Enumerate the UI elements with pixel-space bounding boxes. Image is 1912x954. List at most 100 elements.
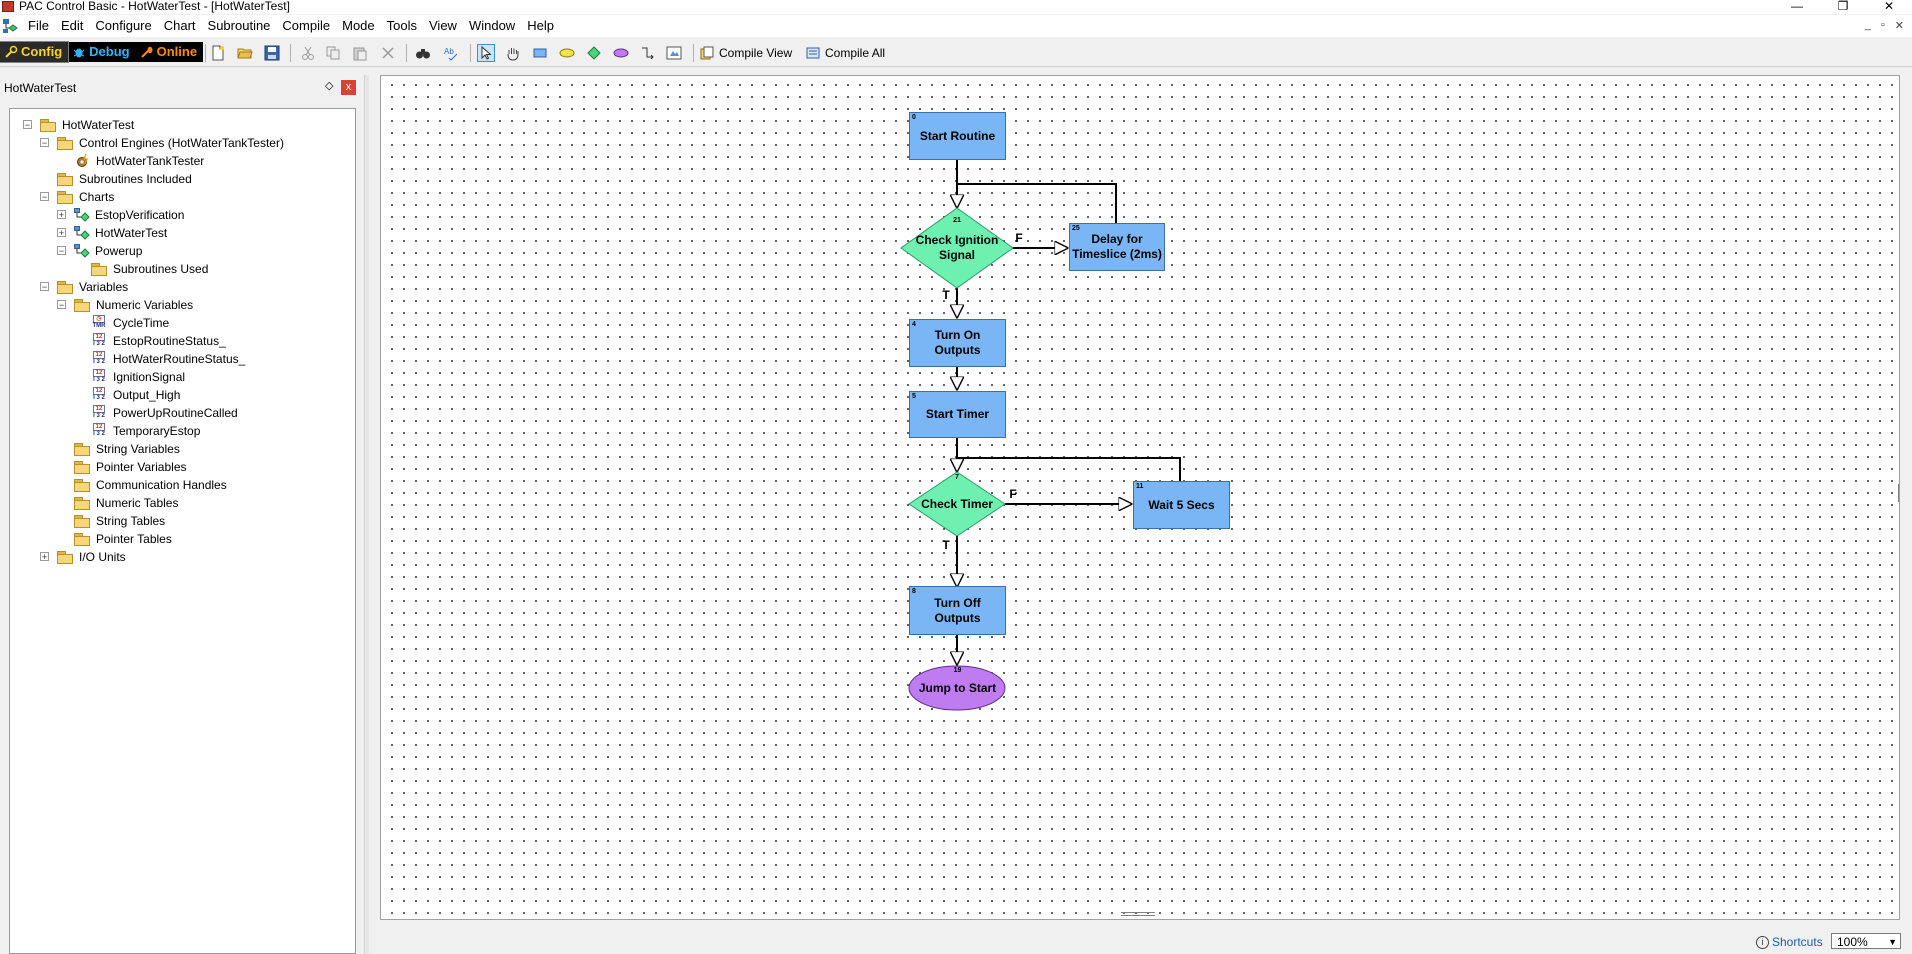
- menu-edit[interactable]: Edit: [60, 18, 84, 33]
- find-icon[interactable]: [415, 45, 431, 61]
- block-start-routine[interactable]: 0 Start Routine: [909, 112, 1006, 160]
- flowchart-canvas[interactable]: 0 Start Routine 21 Check Ignition Signal…: [380, 75, 1900, 920]
- tree-item-numeric-variables[interactable]: −Numeric Variables: [57, 296, 193, 314]
- spell-check-icon[interactable]: Ab: [443, 45, 459, 61]
- compile-view-button[interactable]: Compile View: [700, 46, 792, 60]
- tree-item-variables[interactable]: −Variables: [40, 278, 128, 296]
- zoom-select[interactable]: 100% ▼: [1831, 933, 1901, 949]
- vertical-scroll-grip[interactable]: [1898, 484, 1901, 502]
- collapse-icon[interactable]: −: [40, 282, 49, 292]
- menu-mode[interactable]: Mode: [342, 18, 375, 33]
- tree-item-communication-handles[interactable]: Communication Handles: [74, 476, 227, 494]
- tree-item-hotwatertest[interactable]: +HotWaterTest: [57, 224, 167, 242]
- online-mode-button[interactable]: Online: [136, 42, 203, 62]
- tree-item-subroutines-included[interactable]: Subroutines Included: [57, 170, 192, 188]
- chart-icon: [74, 208, 90, 222]
- tree-item-hotwatertest[interactable]: −HotWaterTest: [23, 116, 134, 134]
- expand-icon[interactable]: +: [40, 552, 49, 562]
- oval-yellow-block-icon[interactable]: [559, 45, 575, 61]
- tree-item-pointer-tables[interactable]: Pointer Tables: [74, 530, 172, 548]
- menu-file[interactable]: File: [28, 18, 49, 33]
- debug-mode-button[interactable]: Debug: [68, 42, 135, 62]
- menu-view[interactable]: View: [429, 18, 457, 33]
- condition-block-icon[interactable]: [586, 45, 602, 61]
- tree-item-hotwatertanktester[interactable]: HotWaterTankTester: [74, 152, 204, 170]
- menu-window[interactable]: Window: [468, 18, 516, 33]
- horizontal-scrollbar[interactable]: [381, 910, 1899, 918]
- close-button[interactable]: ✕: [1883, 0, 1895, 13]
- connection-icon[interactable]: [640, 45, 656, 61]
- panel-close-button[interactable]: x: [341, 80, 356, 95]
- block-turn-on-outputs[interactable]: 4 Turn On Outputs: [909, 319, 1006, 367]
- minimize-button[interactable]: —: [1791, 0, 1803, 13]
- mdi-close-button[interactable]: ✕: [1894, 20, 1904, 32]
- collapse-icon[interactable]: −: [40, 138, 49, 148]
- expand-icon[interactable]: +: [57, 210, 66, 220]
- menu-configure[interactable]: Configure: [95, 18, 152, 33]
- tree-item-string-variables[interactable]: String Variables: [74, 440, 180, 458]
- block-wait-5-secs[interactable]: 11 Wait 5 Secs: [1133, 481, 1230, 529]
- panel-splitter[interactable]: [364, 75, 369, 954]
- block-turn-off-outputs[interactable]: 8 Turn Off Outputs: [909, 586, 1006, 635]
- menu-chart[interactable]: Chart: [163, 18, 196, 33]
- collapse-icon[interactable]: −: [40, 192, 49, 202]
- icon-glyph-bottom: I 3 2: [93, 341, 105, 347]
- menu-help[interactable]: Help: [527, 18, 554, 33]
- pin-icon[interactable]: ◇: [325, 80, 334, 92]
- tree-item-numeric-tables[interactable]: Numeric Tables: [74, 494, 178, 512]
- condition-check-ignition[interactable]: 21 Check Ignition Signal: [911, 216, 1003, 280]
- tree-item-powerup[interactable]: −Powerup: [57, 242, 142, 260]
- block-number: 0: [912, 114, 916, 121]
- shortcuts-link[interactable]: i Shortcuts: [1756, 935, 1823, 949]
- chart-app-icon[interactable]: [2, 18, 18, 34]
- maximize-button[interactable]: ❐: [1837, 0, 1849, 13]
- continue-block-icon[interactable]: [613, 45, 629, 61]
- menu-tools[interactable]: Tools: [386, 18, 417, 33]
- pan-hand-icon[interactable]: [505, 45, 521, 61]
- tree-item-i-o-units[interactable]: +I/O Units: [40, 548, 126, 566]
- tree-item-pointer-variables[interactable]: Pointer Variables: [74, 458, 187, 476]
- paste-icon[interactable]: [352, 45, 368, 61]
- compile-all-button[interactable]: Compile All: [806, 46, 885, 60]
- expand-icon[interactable]: +: [57, 228, 66, 238]
- check-timer-diamond[interactable]: [908, 471, 1006, 537]
- check-ignition-diamond[interactable]: [900, 207, 1014, 289]
- condition-check-timer[interactable]: 7 Check Timer: [913, 473, 1001, 535]
- tree-item-string-tables[interactable]: String Tables: [74, 512, 165, 530]
- tree-item-label: PowerUpRoutineCalled: [113, 406, 238, 420]
- open-folder-icon[interactable]: [237, 45, 253, 61]
- tree-item-subroutines-used[interactable]: Subroutines Used: [91, 260, 208, 278]
- collapse-icon[interactable]: −: [57, 246, 66, 256]
- continue-jump-to-start[interactable]: 19 Jump to Start: [909, 666, 1006, 710]
- menu-compile[interactable]: Compile: [282, 18, 331, 33]
- collapse-icon[interactable]: −: [23, 120, 32, 130]
- new-file-icon[interactable]: [210, 45, 226, 61]
- cut-icon[interactable]: [300, 45, 316, 61]
- mdi-restore-button[interactable]: ▫: [1880, 19, 1885, 31]
- jump-to-start-oval[interactable]: [908, 665, 1006, 711]
- config-mode-button[interactable]: Config: [0, 41, 70, 63]
- collapse-icon[interactable]: −: [57, 300, 66, 310]
- mdi-minimize-button[interactable]: _: [1864, 19, 1871, 31]
- block-start-timer[interactable]: 5 Start Timer: [909, 391, 1006, 438]
- delete-icon[interactable]: [380, 45, 396, 61]
- scroll-grip[interactable]: [1121, 912, 1155, 916]
- window-controls: — ❐ ✕: [1774, 0, 1912, 14]
- tree-item-control-engines-hotwatertanktester[interactable]: −Control Engines (HotWaterTankTester): [40, 134, 284, 152]
- block-delay-for-timeslice[interactable]: 25 Delay for Timeslice (2ms): [1069, 223, 1165, 271]
- tree-item-estopverification[interactable]: +EstopVerification: [57, 206, 184, 224]
- action-block-icon[interactable]: [532, 45, 548, 61]
- text-icon[interactable]: [666, 45, 682, 61]
- copy-icon[interactable]: [325, 45, 341, 61]
- menu-subroutine[interactable]: Subroutine: [207, 18, 271, 33]
- tree-item-charts[interactable]: −Charts: [40, 188, 114, 206]
- select-arrow-icon[interactable]: [477, 44, 495, 62]
- save-icon[interactable]: [264, 45, 280, 61]
